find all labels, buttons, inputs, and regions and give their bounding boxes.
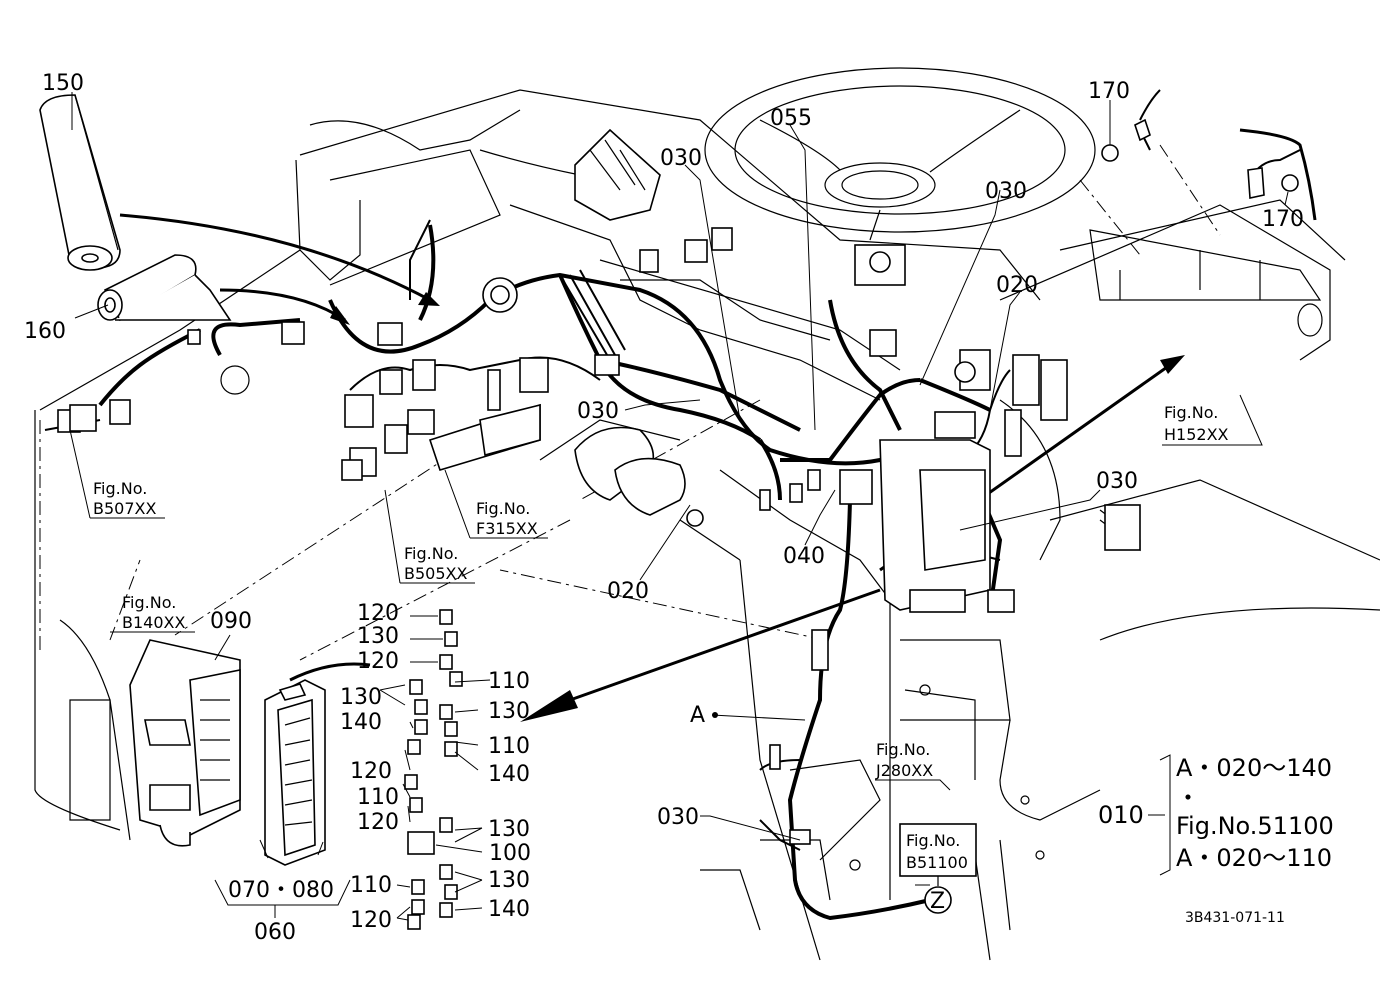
legend-line-2: Fig.No.51100 xyxy=(1176,812,1334,840)
callout-160: 160 xyxy=(24,319,66,344)
legend-line-3: A・020～110 xyxy=(1176,844,1332,872)
machine-body-outline xyxy=(34,67,1380,961)
callout-170-b: 170 xyxy=(1262,207,1304,232)
fig-ref-head: Fig.No. xyxy=(906,831,960,850)
legend-line-1: A・020～140 xyxy=(1176,754,1332,782)
fuse-callout: 120 xyxy=(350,759,392,784)
assembly-legend: 010 A・020～140 ・ Fig.No.51100 A・020～110 xyxy=(1098,754,1334,872)
assembly-arrows xyxy=(119,128,1317,702)
fig-ref-head: Fig.No. xyxy=(876,740,930,759)
callout-a: A xyxy=(690,703,705,728)
callout-055: 055 xyxy=(770,106,812,131)
callout-020-right: 020 xyxy=(996,273,1038,298)
fuse-callout: 120 xyxy=(357,810,399,835)
fuse-cover-070-080 xyxy=(264,679,326,866)
fuse-callout: 110 xyxy=(357,785,399,810)
tape-roll-160 xyxy=(97,254,232,322)
callout-030-top: 030 xyxy=(660,146,702,171)
fuse-callout: 140 xyxy=(340,710,382,735)
fuse-callout: 110 xyxy=(488,669,530,694)
figure-references: Fig.No. B507XX Fig.No. F315XX Fig.No. B5… xyxy=(93,403,1229,914)
callout-060: 060 xyxy=(254,920,296,945)
fuse-callout: 140 xyxy=(488,762,530,787)
fig-ref-b51100: Fig.No. B51100 Z xyxy=(899,823,977,914)
fuse-callout: 120 xyxy=(357,601,399,626)
harness-parts xyxy=(39,94,1299,930)
tape-roll-150 xyxy=(39,94,121,271)
callout-030-ecu: 030 xyxy=(1096,469,1138,494)
legend-main-number: 010 xyxy=(1098,801,1144,829)
connector-z-label: Z xyxy=(930,889,945,914)
fig-ref-number: B505XX xyxy=(404,564,467,583)
fig-ref-head: Fig.No. xyxy=(1164,403,1218,422)
fuse-callout: 130 xyxy=(488,868,530,893)
mini-fuses xyxy=(404,609,463,930)
callout-labels: 150 160 055 030 030 030 030 030 170 170 … xyxy=(24,71,1304,945)
fuse-callout: 130 xyxy=(488,817,530,842)
callout-020-bottom: 020 xyxy=(607,579,649,604)
fig-ref-head: Fig.No. xyxy=(476,499,530,518)
callout-040: 040 xyxy=(783,544,825,569)
fuse-callout: 110 xyxy=(350,873,392,898)
callout-030-mid: 030 xyxy=(577,399,619,424)
legend-dot: ・ xyxy=(1176,784,1200,812)
fuse-callout: 110 xyxy=(488,734,530,759)
fig-ref-j280: Fig.No. J280XX xyxy=(875,740,933,780)
fig-ref-number: H152XX xyxy=(1164,425,1229,444)
dot-markers xyxy=(712,712,718,718)
callout-090: 090 xyxy=(210,609,252,634)
fig-ref-number: B51100 xyxy=(906,853,968,872)
callout-030-right: 030 xyxy=(985,179,1027,204)
fig-ref-f315: Fig.No. F315XX xyxy=(476,499,538,538)
fuse-callout: 120 xyxy=(357,649,399,674)
fig-ref-number: B507XX xyxy=(93,499,156,518)
fig-ref-head: Fig.No. xyxy=(93,479,147,498)
fig-ref-b507: Fig.No. B507XX xyxy=(93,479,156,518)
fig-ref-head: Fig.No. xyxy=(122,593,176,612)
callout-100: 100 xyxy=(489,841,531,866)
wire-harness xyxy=(98,224,1003,921)
fuse-box-090 xyxy=(129,639,241,847)
fig-ref-number: F315XX xyxy=(476,519,538,538)
callout-070-080: 070・080 xyxy=(228,878,334,903)
fuse-callout: 140 xyxy=(488,897,530,922)
callout-030-bottom: 030 xyxy=(657,805,699,830)
callout-leaders xyxy=(69,92,1289,921)
fuse-callout: 130 xyxy=(357,624,399,649)
fig-ref-number: J280XX xyxy=(875,761,933,780)
fig-ref-b505: Fig.No. B505XX xyxy=(404,544,467,583)
fuse-callout: 120 xyxy=(350,908,392,933)
callout-170-a: 170 xyxy=(1088,79,1130,104)
fig-ref-b140: Fig.No. B140XX xyxy=(122,593,185,632)
fig-ref-number: B140XX xyxy=(122,613,185,632)
fig-ref-head: Fig.No. xyxy=(404,544,458,563)
fuse-callout: 130 xyxy=(340,685,382,710)
fuse-callout: 130 xyxy=(488,699,530,724)
drawing-code: 3B431-071-11 xyxy=(1185,910,1285,926)
fig-ref-h152: Fig.No. H152XX xyxy=(1164,403,1229,444)
callout-150: 150 xyxy=(42,71,84,96)
arrow-heads xyxy=(330,292,1185,722)
